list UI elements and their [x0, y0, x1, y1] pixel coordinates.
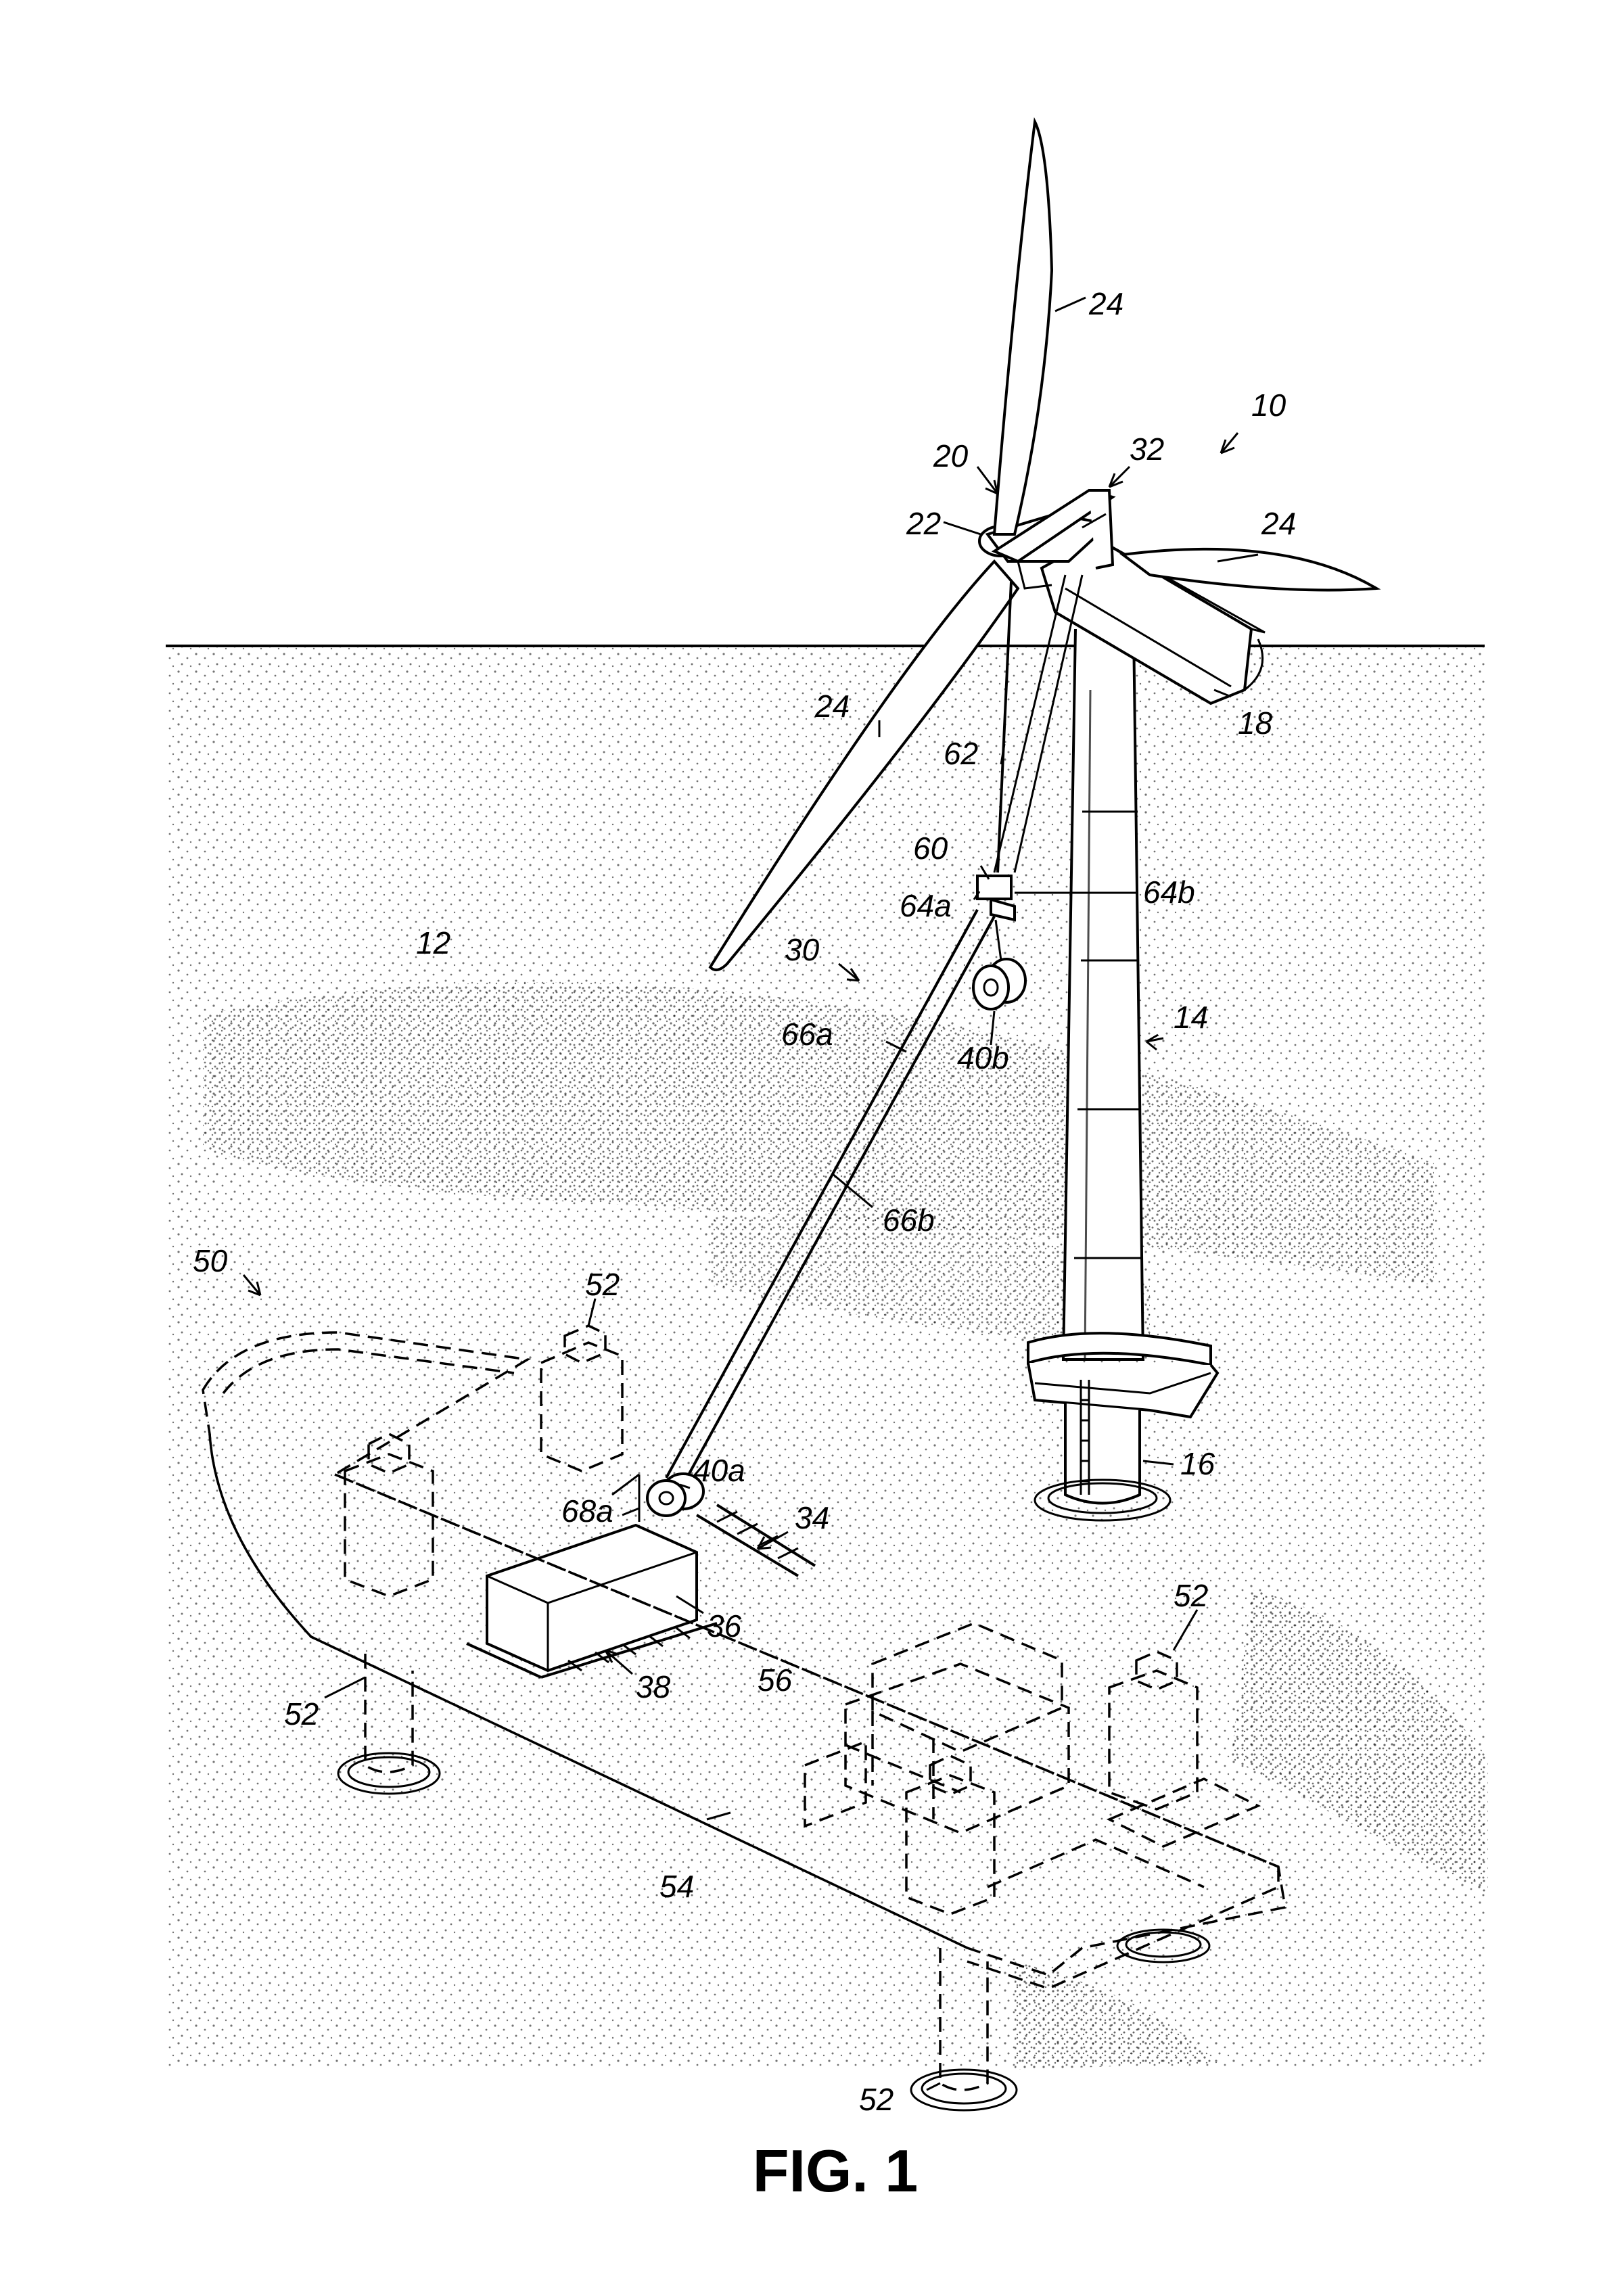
- figure-caption: FIG. 1: [753, 2137, 919, 2204]
- ref-16: 16: [1180, 1446, 1215, 1481]
- turbine-blade-top: [992, 117, 1054, 536]
- ref-66a: 66a: [781, 1017, 833, 1052]
- work-platform: [1027, 1332, 1220, 1419]
- leader-lines: [242, 296, 1259, 2091]
- ref-56: 56: [758, 1662, 793, 1698]
- spool-upper: [972, 919, 1027, 1010]
- rope-b: [682, 916, 996, 1485]
- turbine-tower: [1061, 628, 1145, 1361]
- winch-rails: [695, 1504, 816, 1577]
- ref-40a: 40a: [693, 1453, 745, 1488]
- ref-24-top: 24: [1088, 286, 1123, 321]
- ref-20: 20: [933, 438, 969, 473]
- ref-50: 50: [193, 1243, 228, 1278]
- sea-surface: [166, 646, 1488, 2070]
- leg-tower-front-right: [1108, 1650, 1199, 1811]
- jack-leg-rear-right: [1116, 1928, 1211, 1963]
- ref-52-right: 52: [1174, 1578, 1208, 1613]
- jack-leg-front-left: [337, 1654, 441, 1795]
- ref-52-left: 52: [284, 1696, 319, 1731]
- monopile-foundation: [1034, 1380, 1171, 1522]
- ref-64a: 64a: [900, 888, 952, 923]
- lifting-system: [466, 574, 1084, 1679]
- ref-66b: 66b: [883, 1203, 935, 1238]
- ref-24-right: 24: [1261, 506, 1296, 541]
- deck-rails: [466, 1622, 718, 1679]
- ref-18: 18: [1238, 705, 1273, 741]
- ref-12: 12: [416, 925, 450, 960]
- ref-64b: 64b: [1143, 875, 1195, 910]
- ref-32: 32: [1130, 432, 1164, 467]
- ref-36: 36: [707, 1608, 742, 1644]
- ref-60: 60: [913, 831, 948, 866]
- ref-52-front: 52: [859, 2082, 894, 2117]
- hoist-cable: [996, 581, 1013, 873]
- reference-labels: 10 12 14 16 18 20 22 24 24 24 30 32 34 3…: [193, 286, 1296, 2117]
- ref-40b: 40b: [957, 1040, 1009, 1075]
- nacelle-crane-frame: [991, 488, 1116, 590]
- ref-22: 22: [906, 506, 941, 541]
- ref-24-left: 24: [814, 689, 850, 724]
- ref-10: 10: [1251, 388, 1286, 423]
- pulley-block: [990, 898, 1016, 922]
- yoke-plate: [976, 875, 1013, 900]
- turbine-blade-right: [1119, 547, 1381, 592]
- ref-62: 62: [944, 736, 978, 771]
- ref-52-rear: 52: [585, 1267, 620, 1302]
- wind-turbine: [708, 117, 1381, 1522]
- jack-leg-front-right: [910, 1948, 1018, 2112]
- turbine-blade-left: [708, 559, 1020, 971]
- ref-38: 38: [636, 1669, 671, 1704]
- ref-14: 14: [1174, 1000, 1208, 1035]
- jack-up-vessel: [202, 1324, 1287, 2112]
- deck-house: [804, 1622, 1070, 1834]
- ref-30: 30: [785, 932, 820, 967]
- rope-a: [665, 909, 979, 1479]
- spool-lower: [646, 1472, 705, 1517]
- component-container: [486, 1473, 698, 1673]
- ref-68a: 68a: [561, 1493, 613, 1529]
- ref-54: 54: [659, 1869, 694, 1904]
- ref-34: 34: [795, 1500, 829, 1535]
- leg-tower-front-center: [905, 1754, 996, 1915]
- leg-tower-rear-left: [344, 1433, 434, 1598]
